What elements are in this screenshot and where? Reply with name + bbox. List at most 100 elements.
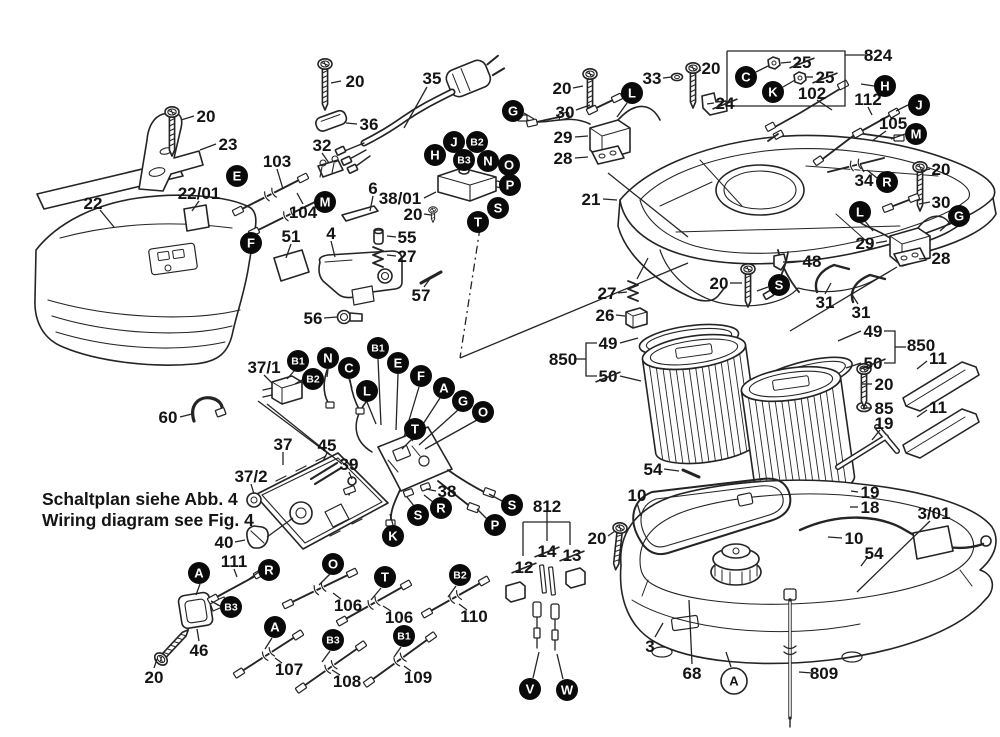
balloon-circle xyxy=(501,494,523,516)
balloon-letter: O xyxy=(328,557,338,572)
push-button-46-art xyxy=(177,591,228,630)
balloon-letter: J xyxy=(450,135,457,150)
part-label-32: 32 xyxy=(313,136,332,155)
wiring-balloon-s: S xyxy=(407,504,429,526)
balloon-letter: V xyxy=(526,682,535,697)
balloon-letter: O xyxy=(504,158,514,173)
part-label-48: 48 xyxy=(803,252,822,271)
leader-line xyxy=(401,438,413,450)
cable-art xyxy=(232,629,305,679)
part-label-22: 22 xyxy=(84,194,103,213)
leader-line xyxy=(488,493,503,502)
leader-line xyxy=(845,362,862,369)
leader-line xyxy=(726,50,846,107)
leader-line xyxy=(871,429,881,441)
washer-33-art xyxy=(670,72,684,82)
wiring-note-en: Wiring diagram see Fig. 4 xyxy=(42,510,254,530)
leader-line xyxy=(274,657,283,664)
part-label-104: 104 xyxy=(289,203,318,222)
sticker-3-01-art xyxy=(912,525,954,560)
leader-line xyxy=(859,163,865,173)
leader-line xyxy=(890,133,906,140)
part-label-85: 85 xyxy=(875,399,894,418)
balloon-circle xyxy=(264,616,286,638)
cable-art xyxy=(335,579,413,627)
leader-line xyxy=(425,488,437,492)
part-label-68: 68 xyxy=(683,664,702,683)
screw-art xyxy=(612,521,628,571)
wiring-balloon-k: K xyxy=(382,525,404,547)
balloon-letter: T xyxy=(411,422,419,437)
leader-line xyxy=(322,452,328,462)
wiring-balloon-t: T xyxy=(374,566,396,588)
leader-line xyxy=(195,583,201,596)
part-label-850: 850 xyxy=(549,350,577,369)
leader-line xyxy=(756,286,769,292)
motor-base-art xyxy=(617,134,997,307)
filter-cartridge-art xyxy=(641,333,760,465)
wiring-balloon-t: T xyxy=(404,418,426,440)
micro-switch-art xyxy=(437,167,507,202)
leader-line xyxy=(856,520,931,593)
cube-nut-26-art xyxy=(625,307,648,329)
part-label-27: 27 xyxy=(598,284,617,303)
balloon-letter: L xyxy=(856,205,864,220)
wiring-balloon-r: R xyxy=(430,497,452,519)
balloon-letter: S xyxy=(494,201,503,216)
leader-line xyxy=(617,291,628,294)
wiring-balloon-o: O xyxy=(322,553,344,575)
balloon-circle xyxy=(393,625,415,647)
part-label-55: 55 xyxy=(398,228,417,247)
leader-line xyxy=(382,605,392,612)
nut-25a-art xyxy=(767,56,781,70)
balloon-circle xyxy=(876,171,898,193)
transformer-37-1-art xyxy=(262,375,303,405)
wiring-balloon-g: G xyxy=(452,390,474,412)
wiring-balloon-s: S xyxy=(487,197,509,219)
balloon-circle xyxy=(188,562,210,584)
part-label-40: 40 xyxy=(215,533,234,552)
view-balloon-a: A xyxy=(720,667,748,695)
balloon-circle xyxy=(720,667,748,695)
part-label-20: 20 xyxy=(553,79,572,98)
balloon-circle xyxy=(621,82,643,104)
leader-line xyxy=(459,227,481,359)
part-label-20: 20 xyxy=(710,274,729,293)
balloon-circle xyxy=(484,514,506,536)
kit-812-parts-art xyxy=(505,564,586,651)
wiring-balloon-n: N xyxy=(477,150,499,172)
wiring-balloon-h: H xyxy=(424,144,446,166)
balloon-letter: A xyxy=(270,620,280,635)
balloon-circle xyxy=(487,197,509,219)
strike-through xyxy=(712,98,738,110)
filter-tool-19-art xyxy=(835,424,900,470)
bail-handle-10-art xyxy=(632,477,792,556)
part-label-112: 112 xyxy=(854,90,881,109)
balloon-letter: S xyxy=(775,278,784,293)
leader-line xyxy=(348,378,353,389)
wiring-balloon-b3: B3 xyxy=(220,596,242,618)
wiring-balloon-b1: B1 xyxy=(393,625,415,647)
part-label-26: 26 xyxy=(596,306,615,325)
balloon-letter: N xyxy=(483,154,492,169)
part-label-20: 20 xyxy=(145,668,164,687)
leader-line xyxy=(636,257,649,280)
balloon-circle xyxy=(314,191,336,213)
clip-48-art xyxy=(773,253,787,271)
balloon-circle xyxy=(477,150,499,172)
cable-10-right-art xyxy=(798,516,985,550)
leader-line xyxy=(816,99,833,111)
leader-line xyxy=(180,115,195,121)
balloon-circle xyxy=(374,566,396,588)
part-label-110: 110 xyxy=(460,607,487,626)
brush-plate-left-art xyxy=(591,145,625,165)
strike-through xyxy=(559,550,585,562)
leader-line xyxy=(532,651,540,679)
part-label-31: 31 xyxy=(852,303,871,322)
leader-line xyxy=(257,400,331,456)
terminal-39-art xyxy=(343,476,357,496)
leader-line xyxy=(191,200,200,212)
filter-cartridge-art xyxy=(740,365,856,502)
leader-line xyxy=(234,539,246,543)
